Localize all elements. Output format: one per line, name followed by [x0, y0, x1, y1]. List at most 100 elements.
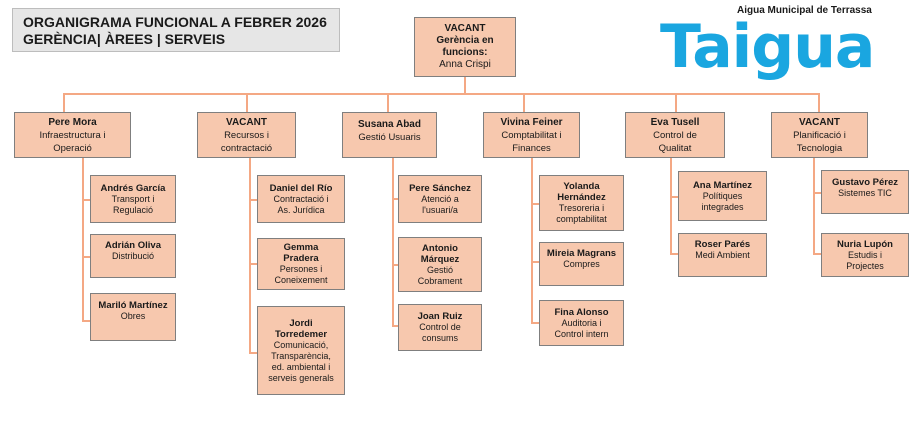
role-line: integrades [701, 201, 744, 212]
service-box: Mariló Martínez Obres [90, 293, 176, 341]
person-name: Vivina Feiner [500, 116, 563, 128]
role-line: Operació [53, 142, 92, 154]
spine-area-5 [670, 158, 672, 254]
service-box: Jordi Torredemer Comunicació, Transparèn… [257, 306, 345, 395]
role-line: ed. ambiental i [271, 361, 331, 372]
person-name: Fina Alonso [554, 306, 609, 318]
service-box: Daniel del Río Contractació i As. Jurídi… [257, 175, 345, 223]
area-box-2: VACANT Recursos i contractació [197, 112, 296, 158]
spine-area-1 [82, 158, 84, 321]
connector-horizontal-bus [63, 93, 820, 95]
role-line: Finances [512, 142, 551, 154]
person-name: Torredemer [274, 328, 328, 340]
role-line: Gestió [426, 264, 453, 275]
person-name: Hernández [557, 192, 606, 203]
stub [249, 199, 257, 201]
role-line: Contractació i [273, 193, 329, 204]
role-line: Medi Ambient [695, 250, 750, 260]
person-name: VACANT [799, 116, 840, 128]
stub [392, 264, 398, 266]
person-name: Antonio [422, 242, 458, 254]
stub [82, 320, 90, 322]
area-box-6: VACANT Planificació i Tecnologia [771, 112, 868, 158]
taigua-logo: Taigua [660, 12, 875, 82]
person-name: Adrián Oliva [105, 240, 161, 251]
stub [531, 203, 539, 205]
stub [531, 261, 539, 263]
service-box: Mireia Magrans Compres [539, 242, 624, 286]
stub [249, 263, 257, 265]
role-line: Compres [563, 259, 600, 269]
person-name: Gustavo Pérez [832, 177, 898, 188]
role-line: Cobrament [417, 275, 463, 286]
role-line: Tecnologia [796, 142, 843, 154]
role-line: Control de [419, 322, 461, 332]
spine-area-6 [813, 158, 815, 254]
role-line: Distribució [111, 251, 154, 261]
person-name: Márquez [420, 253, 460, 265]
role-line: Obres [120, 311, 146, 321]
service-box: Pere Sánchez Atenció a l'usuari/a [398, 175, 482, 223]
service-box: Andrés García Transport i Regulació [90, 175, 176, 223]
person-name: Daniel del Río [269, 182, 333, 194]
role-line: Estudis i [847, 249, 882, 260]
chart-title-box: ORGANIGRAMA FUNCIONAL A FEBRER 2026 GERÈ… [12, 8, 340, 52]
role-line: Gestió Usuaris [358, 132, 421, 143]
person-name: Mariló Martínez [98, 300, 168, 311]
role-line: contractació [220, 142, 273, 154]
role-line: Atenció a [421, 193, 459, 204]
person-name: Yolanda [563, 181, 600, 192]
spine-area-3 [392, 158, 394, 326]
role-line: funcions: [442, 47, 488, 58]
connector-area-4 [523, 93, 525, 112]
area-box-1: Pere Mora Infraestructura i Operació [14, 112, 131, 158]
chart-subtitle: GERÈNCIA| ÀREES | SERVEIS [23, 31, 226, 47]
role-line: Comunicació, [273, 339, 329, 350]
service-box: Joan Ruiz Control de consums [398, 304, 482, 351]
connector-area-6 [818, 93, 820, 112]
role-line: Comptabilitat i [501, 129, 562, 141]
connector-area-3 [387, 93, 389, 112]
service-box: Adrián Oliva Distribució [90, 234, 176, 278]
role-line: Planificació i [793, 129, 846, 141]
stub [249, 352, 257, 354]
person-name: Susana Abad [358, 119, 421, 130]
role-line: As. Jurídica [277, 204, 325, 215]
person-name: Roser Parés [694, 239, 751, 250]
role-line: l'usuari/a [422, 204, 458, 215]
connector-top-down [464, 77, 466, 94]
role-line: Infraestructura i [39, 129, 106, 141]
role-line: Transparència, [271, 350, 331, 361]
person-name: Pradera [283, 253, 319, 264]
stub [813, 192, 821, 194]
service-box: Nuria Lupón Estudis i Projectes [821, 233, 909, 277]
role-line: Regulació [112, 204, 154, 215]
role-line: Projectes [846, 260, 884, 271]
stub [670, 253, 678, 255]
role-line: Polítiques [702, 190, 743, 201]
person-name: Eva Tusell [650, 116, 700, 128]
role-line: Qualitat [658, 142, 692, 154]
area-box-5: Eva Tusell Control de Qualitat [625, 112, 725, 158]
stub [82, 256, 90, 258]
service-box: Gemma Pradera Persones i Coneixement [257, 238, 345, 290]
role-line: comptabilitat [556, 214, 607, 224]
area-box-3: Susana Abad Gestió Usuaris [342, 112, 437, 158]
connector-area-5 [675, 93, 677, 112]
person-name: Jordi [289, 317, 313, 329]
role-line: Anna Crispi [439, 59, 491, 70]
person-name: Joan Ruiz [417, 311, 463, 322]
person-name: Andrés García [100, 182, 166, 194]
service-box: Ana Martínez Polítiques integrades [678, 171, 767, 221]
person-name: VACANT [444, 23, 486, 34]
role-line: Coneixement [274, 275, 328, 285]
stub [813, 253, 821, 255]
role-line: Control intern [554, 328, 609, 339]
service-box: Yolanda Hernández Tresoreria i comptabil… [539, 175, 624, 231]
person-name: Gemma [283, 242, 319, 253]
role-line: Recursos i [224, 129, 269, 141]
stub [670, 196, 678, 198]
service-box: Antonio Márquez Gestió Cobrament [398, 237, 482, 292]
person-name: Pere Sánchez [409, 182, 471, 194]
role-line: Transport i [111, 193, 155, 204]
